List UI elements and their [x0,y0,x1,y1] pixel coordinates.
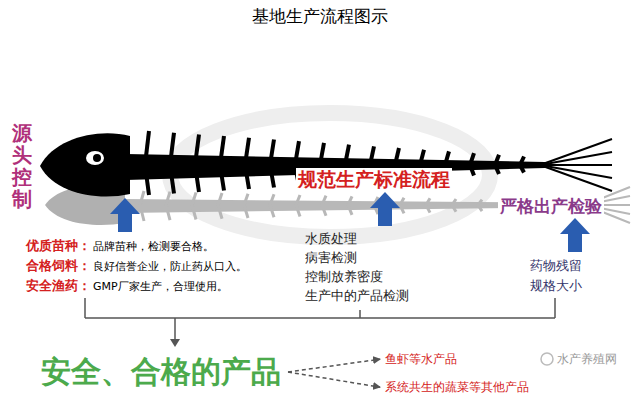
step-text: 病害检测 [305,250,357,266]
fish-rib [322,196,326,205]
bracket-tick [84,298,86,318]
product-box: 鱼虾等水产品 [382,350,460,368]
fish-rib [170,165,174,194]
fish-rib [520,157,524,166]
fish-rib [140,191,144,205]
fish-rib [140,205,144,221]
bracket-tick [554,298,556,318]
fish-rib [452,199,456,205]
fish-rib [495,165,499,174]
node-text: 鱼虾等水产品 [385,352,457,366]
fish-rib [296,205,300,216]
fish-rib [520,165,524,173]
fish-rib [296,195,300,205]
watermark-icon [541,353,553,365]
bracket-line [85,317,555,319]
fish-tail [540,164,612,166]
fish-rib [145,165,149,195]
item-text: 品牌苗种，检测要合格。 [93,240,214,253]
up-arrow [560,218,590,252]
fish-rib [192,205,196,219]
section-heading: 严格出产检验 [498,196,604,216]
fish-tail [540,165,612,191]
fish-rib [218,193,222,205]
fish-rib [270,205,274,217]
bracket-tick [359,310,361,318]
fish-rib [470,153,474,165]
fish-rib [322,205,326,216]
fish-rib [295,141,299,165]
fish-rib [244,194,248,205]
fish-rib [348,196,352,205]
fish-rib [348,205,352,215]
item-heading: 合格饲料： [26,258,91,274]
fish-rib [245,165,249,189]
step-text: 控制放养密度 [305,269,383,285]
fish-rib [195,165,199,192]
fish-rib [420,150,424,165]
fish-rib [426,198,430,205]
fish-rib [220,165,224,191]
step-text: 水质处理 [305,231,357,247]
fish-rib [426,205,430,213]
fish-rib [320,143,324,165]
fish-rib [195,134,199,165]
dashed-arrow [288,372,380,387]
bracket-arrow [174,318,176,340]
fish-rib [400,205,404,213]
up-arrow [110,198,140,232]
item-text: GMP厂家生产，合理使用。 [93,280,228,293]
section-heading: 源头控制 [12,122,32,210]
fish-rib [495,155,499,165]
item-heading: 优质苗种： [26,238,91,254]
fish-rib [170,133,174,165]
watermark: 水产养殖网 [557,352,617,366]
fish-head [40,133,130,196]
fish-rib [452,205,456,212]
fish-rib [166,192,170,205]
node-text: 安全、合格的产品 [41,354,281,390]
fish-rib [470,165,474,176]
check-text: 药物残留 [530,258,582,274]
fish-rib [220,136,224,165]
section-heading: 规范生产标准流程 [296,168,452,191]
fish-rib [192,192,196,205]
fish-pupil [93,154,101,162]
fish-rib [270,140,274,166]
fish-eye [86,151,104,165]
fish-rib [478,205,482,211]
black-fish [40,131,612,197]
fish-rib [400,198,404,205]
check-text: 规格大小 [530,278,582,294]
fish-tail [540,139,612,165]
fish-rib [270,165,274,188]
fish-rib [445,151,449,165]
fish-tail [540,152,612,165]
item-text: 良好信誉企业，防止药从口入。 [93,260,247,273]
fish-rib [370,146,374,165]
fish-rib [245,138,249,165]
result-box: 安全、合格的产品 [38,352,284,392]
bracket [85,298,555,340]
fish-rib [270,194,274,205]
fish-rib [345,145,349,165]
fish-rib [166,205,170,220]
fish-rib [218,205,222,219]
step-text: 生产中的产品检测 [305,288,409,304]
fish-rib [145,131,149,165]
arrow-head [170,339,180,347]
product-box: 系统共生的蔬菜等其他产品 [382,378,532,396]
fish-rib [395,148,399,165]
fish-tail [540,165,612,178]
up-arrow [370,192,400,226]
item-heading: 安全渔药： [26,278,91,294]
fish-rib [478,200,482,205]
fish-rib [244,205,248,218]
dashed-arrow [288,359,380,372]
node-text: 系统共生的蔬菜等其他产品 [385,380,529,394]
title: 基地生产流程图示 [0,6,640,26]
shadow-fish [45,185,630,225]
